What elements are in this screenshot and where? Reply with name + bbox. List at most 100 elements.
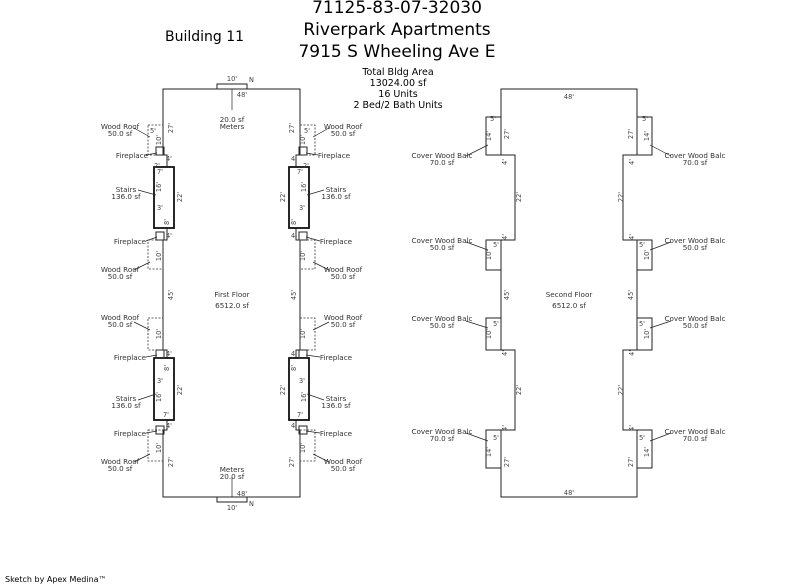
balcony-mid-lower-right-name: Cover Wood Balc	[665, 314, 726, 323]
stairs-lower-right-leader	[306, 393, 325, 401]
dim-balc-ll-14: 14'	[485, 447, 493, 457]
dim-second-left-27-bottom: 27'	[503, 457, 511, 467]
dim-stairs-ur-7: 7'	[297, 168, 303, 176]
dim-second-notch-mul-4: 4'	[501, 234, 509, 240]
property-name: Riverpark Apartments	[303, 20, 490, 40]
stairs-upper-right-area: 136.0 sf	[321, 192, 351, 201]
north-top: N	[249, 76, 254, 84]
balcony-upper-right-name: Cover Wood Balc	[665, 151, 726, 160]
dim-balc-ul-5: 5'	[490, 115, 496, 123]
first-floor-area: 6512.0 sf	[215, 301, 249, 310]
balcony-upper-left-area: 70.0 sf	[430, 158, 455, 167]
dim-stairs-ul-8: 8'	[163, 219, 171, 225]
wood-roof-2-right-leader	[312, 261, 330, 271]
wood-roof-4-right-area: 50.0 sf	[331, 464, 356, 473]
north-bottom: N	[249, 500, 254, 508]
balcony-mid-upper-right-name: Cover Wood Balc	[665, 236, 726, 245]
wood-roof-4-left-name: Wood Roof	[101, 457, 140, 466]
dim-balc-mur-10: 10'	[643, 250, 651, 260]
balcony-lower-left	[485, 429, 502, 469]
dim-roof-1-left-10: 10'	[155, 135, 163, 145]
wood-roof-4-right-name: Wood Roof	[324, 457, 363, 466]
wood-roof-4-left	[147, 429, 164, 462]
dim-balc-mur-5: 5'	[639, 241, 645, 249]
total-area-value: 13024.00 sf	[370, 78, 427, 89]
balcony-mid-lower-right	[636, 317, 653, 351]
dim-roof-3-left-10: 10'	[155, 329, 163, 339]
dim-stairs-lr-16: 16'	[300, 392, 308, 402]
wood-roof-2-left-leader	[133, 261, 151, 271]
balcony-mid-lower-left	[485, 317, 502, 351]
stairs-lower-left-name: Stairs	[116, 394, 137, 403]
dim-stairs-ul-3: 3'	[157, 204, 163, 212]
dim-stairs-ul-7: 7'	[157, 168, 163, 176]
dim-second-notch-ul-4: 4'	[501, 159, 509, 165]
dim-first-right-27-top: 27'	[288, 123, 296, 133]
stairs-upper-left	[153, 166, 175, 229]
stairs-lower-left-area: 136.0 sf	[111, 401, 141, 410]
wood-roof-1-left	[147, 124, 164, 156]
balcony-mid-lower-right-area: 50.0 sf	[683, 321, 708, 330]
dim-first-bottom-width: 48'	[237, 490, 247, 498]
sketch-credit: Sketch by Apex Medina™	[5, 575, 107, 584]
fireplace-2-left	[155, 231, 165, 241]
wood-roof-1-right-area: 50.0 sf	[331, 129, 356, 138]
stairs-upper-right-name: Stairs	[326, 185, 347, 194]
wood-roof-4-left-area: 50.0 sf	[108, 464, 133, 473]
balcony-lower-left-name: Cover Wood Balc	[412, 427, 473, 436]
dim-balc-ll-5: 5'	[493, 434, 499, 442]
balcony-upper-right-area: 70.0 sf	[683, 158, 708, 167]
balcony-mid-lower-left-area: 50.0 sf	[430, 321, 455, 330]
fireplace-2-right-leader	[305, 236, 321, 242]
building-label: Building 11	[165, 29, 244, 45]
dim-meters-top-width: 10'	[227, 75, 237, 83]
dim-first-right-27-bottom: 27'	[288, 457, 296, 467]
stairs-upper-left-name: Stairs	[116, 185, 137, 194]
wood-roof-2-right-name: Wood Roof	[324, 265, 363, 274]
meters-bottom-name: Meters	[220, 465, 245, 474]
fireplace-2-right	[298, 231, 308, 241]
dim-balc-mlr-10: 10'	[643, 329, 651, 339]
balcony-upper-left	[485, 116, 502, 156]
dim-stairs-ur-16: 16'	[300, 182, 308, 192]
dim-roof-4-right-10: 10'	[299, 443, 307, 453]
fireplace-3-right-leader	[305, 354, 321, 358]
balcony-mid-upper-right-leader	[649, 241, 672, 251]
dim-balc-ul-14: 14'	[485, 131, 493, 141]
fireplace-4-left-label: Fireplace	[114, 429, 147, 438]
meters-top-area: 20.0 sf	[220, 115, 245, 124]
balcony-mid-upper-right	[636, 239, 653, 271]
wood-roof-2-left	[147, 239, 164, 270]
wood-roof-3-left-area: 50.0 sf	[108, 320, 133, 329]
dim-first-left-27-top: 27'	[167, 123, 175, 133]
wood-roof-3-left	[147, 317, 164, 351]
fireplace-3-right-label: Fireplace	[320, 353, 353, 362]
dim-second-right-45: 45'	[627, 290, 635, 300]
dim-second-notch-mur-4: 4'	[628, 234, 636, 240]
fireplace-4-left-leader	[145, 430, 158, 434]
fireplace-1-left-leader	[145, 152, 158, 156]
balcony-lower-right-leader	[649, 432, 672, 442]
dim-second-notch-mll-4: 4'	[501, 350, 509, 356]
dim-balc-mul-10: 10'	[485, 250, 493, 260]
dim-first-left-45: 45'	[167, 290, 175, 300]
dim-fp-1-right-2: 2'	[303, 162, 309, 170]
wood-roof-2-right	[299, 239, 316, 270]
dim-roof-4-left-10: 10'	[155, 443, 163, 453]
fireplace-2-right-label: Fireplace	[320, 237, 353, 246]
dim-balc-ur-5: 5'	[642, 115, 648, 123]
balcony-lower-right	[636, 429, 653, 469]
dim-balc-mul-5: 5'	[493, 241, 499, 249]
dim-second-top-width: 48'	[564, 93, 574, 101]
dim-stairs-ll-3: 3'	[157, 377, 163, 385]
dim-second-right-22-bottom: 22'	[617, 385, 625, 395]
dim-balc-lr-14: 14'	[643, 447, 651, 457]
fireplace-3-right	[298, 349, 308, 359]
fireplace-1-right-label: Fireplace	[318, 151, 351, 160]
dim-balc-lr-5: 5'	[639, 434, 645, 442]
dim-second-left-22-bottom: 22'	[515, 385, 523, 395]
balcony-lower-right-name: Cover Wood Balc	[665, 427, 726, 436]
dim-meters-bottom-width: 10'	[227, 504, 237, 512]
